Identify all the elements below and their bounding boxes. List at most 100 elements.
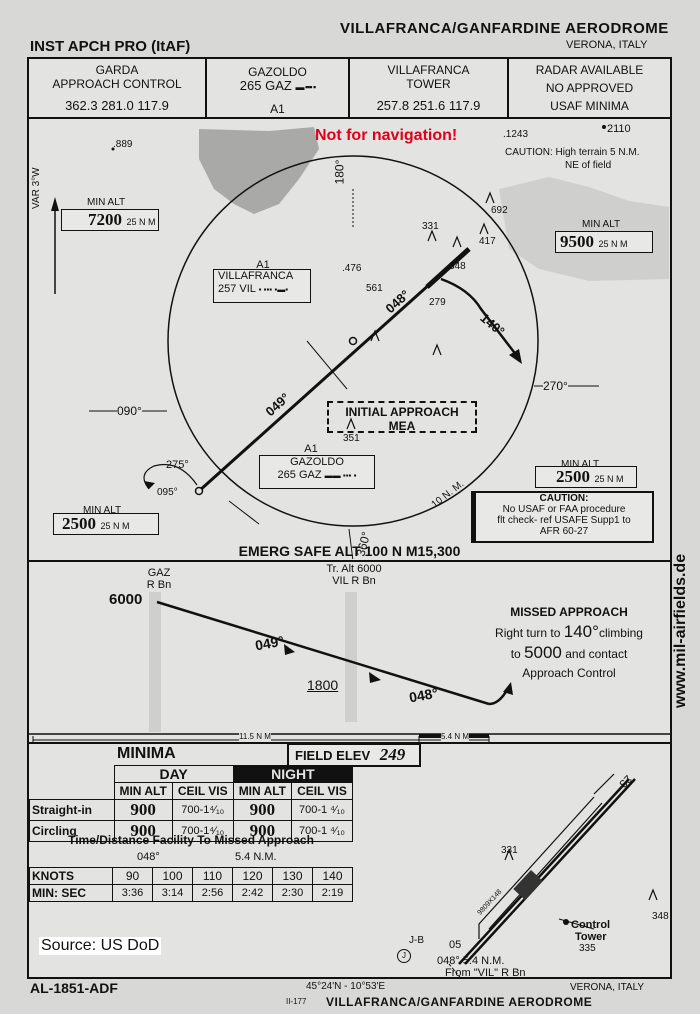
minima-row-straight-in: Straight-in 900 700-1⁴⁄₁₀ 900 700-1 ⁴⁄₁₀	[29, 799, 354, 821]
inbound-track	[197, 247, 471, 493]
min-alt-se-value: 2500	[556, 467, 590, 486]
knots-value: 140	[312, 867, 353, 885]
elev-279: 279	[429, 297, 446, 308]
header-divider	[29, 117, 670, 119]
tower-freqs: 257.8 251.6 117.9	[376, 98, 481, 113]
high-terrain-ne	[499, 177, 669, 281]
night-ceil-vis: 700-1 ⁴⁄₁₀	[290, 799, 354, 821]
min-alt-ne-label: MIN ALT	[582, 219, 621, 230]
day-ceil-vis: 700-1⁴⁄₁₀	[171, 820, 234, 842]
hdg-180: 180°	[332, 159, 347, 185]
night-min-alt: 900	[232, 799, 292, 821]
profile-alt-1800: 1800	[307, 677, 339, 693]
vil-beacon-box: VILLAFRANCA 257 VIL ▪ ▪▪▪ ▪▬▪	[213, 269, 311, 303]
field-elevation-box: FIELD ELEV 249	[287, 743, 421, 767]
airport-diagram	[448, 773, 658, 979]
footer-name: VILLAFRANCA/GANFARDINE AERODROME	[326, 995, 593, 1009]
profile-vil-bn: VIL R Bn	[332, 575, 376, 587]
obstacle-351	[346, 417, 356, 430]
missed-approach-track	[440, 277, 518, 357]
side-watermark: www.mil-airfields.de	[672, 553, 689, 708]
tower-name: VILLAFRANCA	[387, 63, 470, 77]
jbar-symbol: J	[397, 949, 411, 963]
minima-night-header: NIGHT	[232, 765, 354, 783]
lake-garda-terrain	[199, 127, 319, 214]
footer-page: II-177	[286, 997, 307, 1006]
obstacle-692	[485, 191, 495, 204]
garda-freqs: 362.3 281.0 117.9	[65, 98, 169, 113]
min-sec-label: MIN: SEC	[29, 884, 113, 902]
day-min-alt: 900	[113, 799, 173, 821]
min-alt-se-dist: 25 N M	[594, 474, 624, 484]
garda-approach-box: GARDA APPROACH CONTROL 362.3 281.0 117.9	[29, 59, 207, 119]
knots-value: 90	[112, 867, 153, 885]
min-alt-ne-dist: 25 N M	[598, 239, 628, 249]
chart-title: VILLAFRANCA/GANFARDINE AERODROME	[340, 20, 669, 37]
radar-box: RADAR AVAILABLE NO APPROVED USAF MINIMA	[509, 59, 670, 119]
min-alt-nw-label: MIN ALT	[87, 197, 126, 208]
rwy-05-label: 05	[449, 939, 462, 951]
gaz-name: GAZOLDO	[290, 456, 344, 468]
gaz-route: A1	[304, 443, 318, 455]
profile-gaz-bn: R Bn	[146, 579, 172, 591]
night-ceil-vis-header: CEIL VIS	[290, 782, 354, 800]
procedure-turn	[143, 463, 198, 490]
missed-hdg: 140°	[563, 622, 599, 641]
time-value: 2:56	[192, 884, 233, 902]
plan-profile-divider	[29, 560, 670, 562]
elev-889: .889	[113, 139, 133, 150]
minima-table: DAY NIGHT MIN ALT CEIL VIS MIN ALT CEIL …	[29, 765, 354, 842]
minima-day-header: DAY	[113, 765, 234, 783]
elev-348: 348	[449, 261, 466, 272]
row-label: Straight-in	[29, 799, 115, 821]
elev-417: 417	[479, 236, 496, 247]
missed-alt: 5000	[524, 643, 562, 662]
chart-id: AL-1851-ADF	[30, 980, 118, 996]
min-alt-nw-value: 7200	[88, 210, 122, 229]
gazoldo-box: GAZOLDO 265 GAZ ▬ ▪▪▪ ▪ A1	[207, 59, 350, 119]
vil-freq: 257 VIL	[218, 283, 256, 295]
knots-value: 120	[232, 867, 273, 885]
terrain-caution-2: NE of field	[565, 160, 612, 171]
obstacle-279	[432, 343, 442, 356]
caution2-l1: No USAF or FAA procedure	[502, 504, 626, 515]
knots-value: 100	[152, 867, 193, 885]
chart-frame: GARDA APPROACH CONTROL 362.3 281.0 117.9…	[27, 57, 672, 979]
elev-351: 351	[343, 433, 360, 444]
profile-gaz: GAZ R Bn	[139, 567, 179, 591]
gazoldo-freq: 265 GAZ	[239, 78, 292, 93]
missed-l2a: to	[510, 647, 521, 661]
tower-l1: Control	[571, 919, 611, 931]
gazoldo-name: GAZOLDO	[248, 65, 307, 79]
profile-alt-6000: 6000	[109, 591, 143, 608]
vil-name: VILLAFRANCA	[218, 270, 294, 282]
caution2-l3: AFR 60-27	[539, 526, 589, 537]
min-alt-ne-value: 9500	[560, 232, 594, 251]
terrain-caution: CAUTION: High terrain 5 N.M.	[505, 147, 640, 158]
missed-l1: Right turn to	[495, 626, 561, 640]
min-alt-nw-dist: 25 N M	[126, 217, 156, 227]
gaz-freq: 265 GAZ	[277, 469, 322, 481]
iap-line2: MEA	[388, 419, 416, 433]
obstacle-348	[648, 888, 658, 901]
iap-line1: INITIAL APPROACH	[345, 405, 459, 419]
obstacle-417	[479, 222, 489, 235]
initial-approach-mea-box: INITIAL APPROACH MEA	[327, 401, 477, 433]
garda-sub: APPROACH CONTROL	[52, 77, 182, 91]
apron	[513, 870, 543, 900]
elev-561: 561	[366, 283, 383, 294]
runway-05-23	[458, 778, 630, 965]
elev-1243: .1243	[503, 129, 529, 140]
obstacle-331	[427, 229, 437, 242]
knots-label: KNOTS	[29, 867, 113, 885]
profile-view	[29, 592, 670, 742]
td-heading: 048°	[137, 851, 160, 863]
min-alt-se-box: 2500 25 N M	[535, 466, 637, 488]
profile-dist-1: 11.5 N M	[239, 732, 271, 741]
vil-beacon-symbol	[348, 336, 358, 346]
min-alt-sw-label: MIN ALT	[83, 505, 122, 516]
control-tower-label: Control Tower	[571, 919, 610, 943]
elev-476: .476	[342, 263, 362, 274]
obstacle-348	[452, 235, 462, 248]
